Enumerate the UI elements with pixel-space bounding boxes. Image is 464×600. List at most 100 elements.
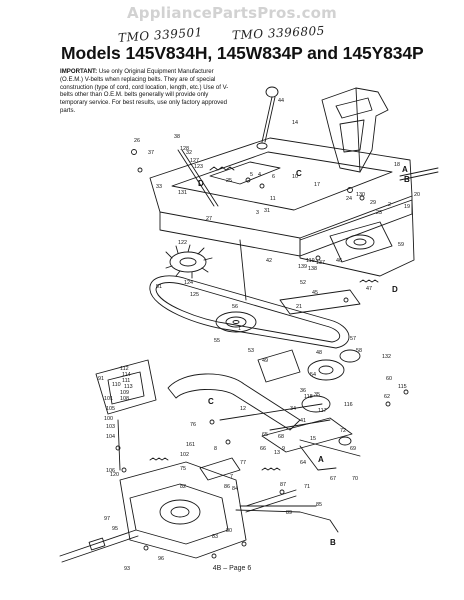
part-number-label: 70 [352, 476, 358, 482]
part-number-label: 101 [104, 396, 113, 402]
section-letter-b: B [330, 538, 336, 547]
part-number-label: 91 [98, 376, 104, 382]
drive-rod [235, 505, 339, 533]
part-number-label: 113 [124, 384, 133, 390]
part-number-label: 26 [134, 138, 140, 144]
part-number-label: 64 [300, 460, 306, 466]
part-number-label: 35 [314, 392, 320, 398]
part-number-label: 116 [344, 402, 353, 408]
part-number-label: 102 [180, 452, 189, 458]
part-number-label: 71 [304, 484, 310, 490]
part-number-label: 112 [120, 366, 129, 372]
part-number-label: 65 [262, 432, 268, 438]
part-number-label: 32 [186, 150, 192, 156]
part-number-label: 23 [376, 210, 382, 216]
part-number-label: 56 [232, 304, 238, 310]
part-number-label: 38 [174, 134, 180, 140]
springs [149, 166, 379, 471]
part-number-label: 54 [310, 372, 316, 378]
part-number-label: 1 [238, 326, 241, 332]
part-number-label: 11 [270, 196, 276, 202]
notice-body: Use only Original Equipment Manufacturer… [60, 68, 229, 114]
page-footer: 4B – Page 6 [212, 565, 252, 572]
part-number-label: 120 [110, 472, 119, 478]
engine-pulley [215, 311, 257, 333]
part-number-label: 27 [206, 216, 212, 222]
section-letter-d: D [198, 179, 204, 188]
part-number-label: 137 [316, 260, 325, 266]
part-number-label: 115 [398, 384, 407, 390]
part-number-label: 49 [262, 358, 268, 364]
part-number-label: 85 [316, 502, 322, 508]
part-number-label: 117 [318, 408, 327, 414]
part-number-label: 4 [258, 172, 261, 178]
part-number-label: 161 [186, 442, 195, 448]
idler-pulley [301, 349, 361, 413]
notice-lead: IMPORTANT: [60, 68, 98, 75]
part-number-label: 36 [300, 388, 306, 394]
part-number-label: 132 [382, 354, 391, 360]
part-number-label: 118 [304, 394, 313, 400]
seat-bracket [321, 87, 389, 173]
part-number-label: 31 [264, 208, 270, 214]
part-number-label: 3 [256, 210, 259, 216]
part-number-label: 124 [184, 280, 193, 286]
part-number-label: 93 [124, 566, 130, 572]
part-number-label: 45 [312, 290, 318, 296]
part-number-label: 19 [404, 204, 410, 210]
part-number-label: 10 [292, 174, 298, 180]
part-number-label: 15 [310, 436, 316, 442]
part-number-label: 37 [148, 150, 154, 156]
part-number-label: 122 [178, 240, 187, 246]
part-number-label: 12 [240, 406, 246, 412]
part-number-label: 110 [112, 382, 121, 388]
part-number-label: 127 [190, 158, 199, 164]
part-number-label: 69 [350, 446, 356, 452]
transmission-belt [167, 373, 301, 431]
part-number-label: 9 [282, 446, 285, 452]
linkage-rods [177, 149, 361, 457]
part-number-label: 87 [280, 482, 286, 488]
part-number-label: 76 [190, 422, 196, 428]
section-letter-c: C [208, 397, 214, 406]
section-letter-b: B [404, 175, 410, 184]
part-number-label: 131 [178, 190, 187, 196]
clutch-bracket [257, 289, 361, 383]
part-number-label: 46 [336, 258, 342, 264]
part-number-label: 21 [296, 304, 302, 310]
shift-arm-bracket [95, 359, 157, 471]
part-number-label: 104 [106, 434, 115, 440]
part-number-label: 84 [232, 486, 238, 492]
part-number-label: 60 [386, 376, 392, 382]
part-number-label: 18 [394, 162, 400, 168]
part-number-label: 44 [278, 98, 284, 104]
part-number-label: 83 [212, 534, 218, 540]
part-number-label: 42 [266, 258, 272, 264]
transaxle [119, 457, 247, 559]
part-number-label: 6 [272, 174, 275, 180]
part-number-label: 95 [112, 526, 118, 532]
part-number-label: 68 [278, 434, 284, 440]
part-number-label: 86 [224, 484, 230, 490]
part-number-label: 139 [298, 264, 307, 270]
page-title: Models 145V834H, 145W834P and 145Y834P [61, 43, 424, 63]
part-number-label: 25 [226, 178, 232, 184]
frame-rail [299, 199, 415, 277]
part-number-label: 125 [190, 292, 199, 298]
part-number-label: 75 [180, 466, 186, 472]
part-number-label: 20 [414, 192, 420, 198]
fan-pulley [165, 244, 213, 279]
part-number-label: 33 [156, 184, 162, 190]
part-number-label: 24 [346, 196, 352, 202]
part-number-label: 58 [356, 348, 362, 354]
part-number-label: 89 [286, 510, 292, 516]
part-number-label: 14 [292, 120, 298, 126]
part-number-label: 48 [316, 350, 322, 356]
part-number-label: 123 [194, 164, 203, 170]
brake-rod [399, 167, 439, 177]
important-notice: IMPORTANT: Use only Original Equipment M… [60, 68, 230, 115]
rear-axle [59, 489, 297, 563]
part-number-label: 41 [300, 418, 306, 424]
part-number-label: 103 [106, 424, 115, 430]
